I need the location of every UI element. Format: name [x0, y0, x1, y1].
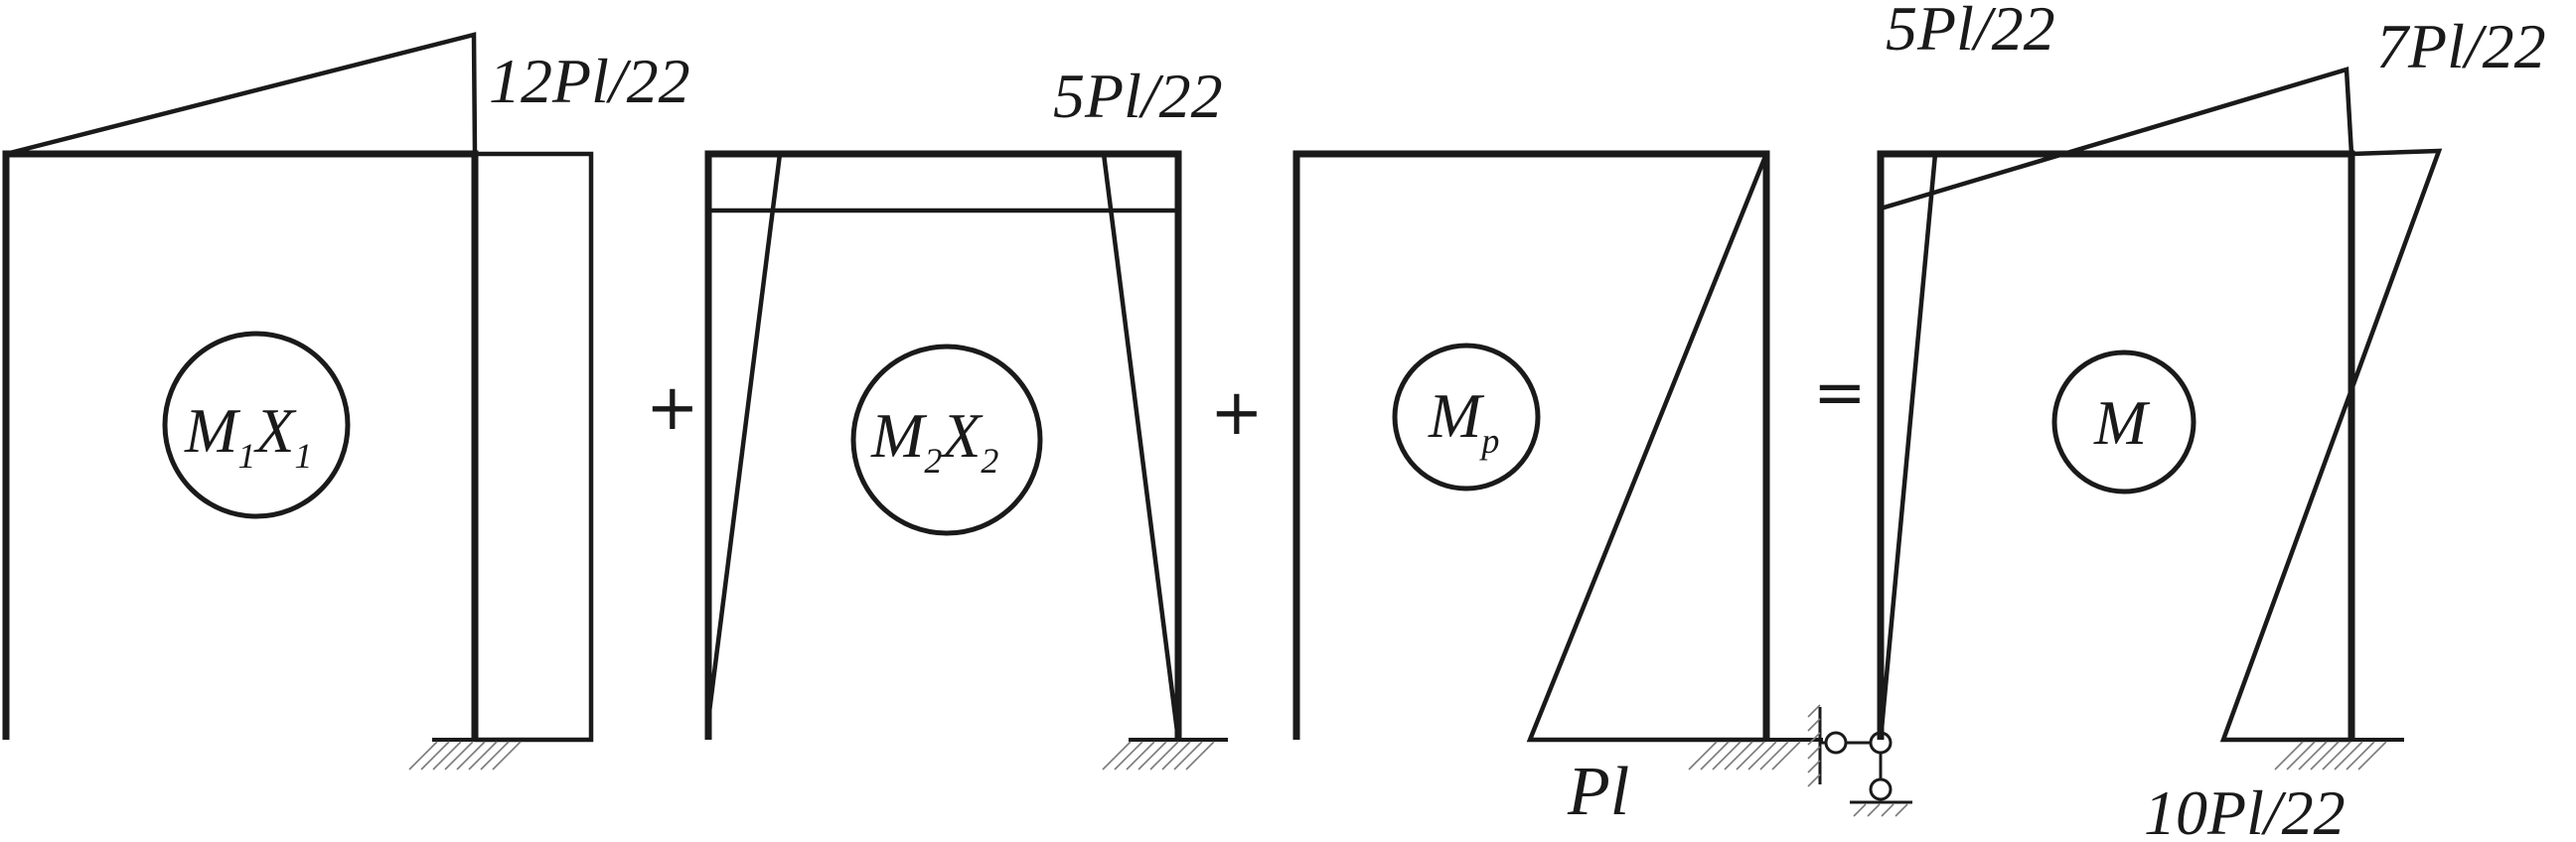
- label-7pl-22: 7Pl/22: [2376, 11, 2546, 81]
- label-5pl-22-a: 5Pl/22: [1053, 61, 1223, 131]
- moment-line-4-top: [1880, 67, 2354, 211]
- hatch-2: [1102, 741, 1215, 771]
- symbol-circle-1: [162, 331, 351, 519]
- hatch-1: [408, 741, 522, 771]
- moment-line-2-right-col: [1101, 153, 1181, 741]
- moment-area-1-column: [475, 151, 594, 743]
- symbol-m2x2: M2X2: [870, 400, 998, 481]
- symbol-circle-3: [1392, 343, 1541, 491]
- moment-area-1: [5, 32, 478, 157]
- pin-support-base-hatch: [1853, 803, 1908, 817]
- operator-plus-2: +: [1210, 376, 1264, 450]
- moment-line-4-right: [2219, 148, 2443, 743]
- pin-support-hatch: [1807, 704, 1821, 787]
- symbol-m1x1: M1X1: [184, 395, 312, 476]
- moment-line-4-left-col: [1878, 153, 1938, 741]
- panel-m1x1: M1X1 12Pl/22: [2, 32, 690, 771]
- pin-hinge-left: [1824, 731, 1848, 755]
- hatch-3: [1688, 741, 1801, 771]
- operator-plus-1: +: [646, 371, 699, 445]
- label-10pl-22: 10Pl/22: [2144, 777, 2346, 842]
- label-5pl-22-b: 5Pl/22: [1886, 0, 2055, 64]
- frame-2: [704, 150, 1182, 740]
- pin-support: [1807, 704, 1912, 817]
- hatch-4: [2274, 741, 2387, 771]
- frame-3: [1292, 150, 1770, 740]
- frame-4: [1877, 150, 2355, 740]
- symbol-circle-2: [850, 344, 1043, 536]
- label-pl: Pl: [1567, 754, 1629, 830]
- symbol-mp: Mp: [1428, 380, 1499, 461]
- label-12pl-22: 12Pl/22: [489, 46, 690, 116]
- panel-m2x2: M2X2 5Pl/22: [704, 61, 1228, 771]
- moment-area-3: [1526, 153, 1769, 743]
- symbol-m: M: [2093, 387, 2151, 458]
- moment-line-2-left-col: [705, 153, 783, 721]
- operator-equals: =: [1813, 356, 1867, 430]
- panel-m: M 5Pl/22 7Pl/22 10Pl/22: [1877, 0, 2546, 842]
- pin-hinge-bottom: [1869, 777, 1893, 801]
- symbol-circle-4: [2051, 350, 2197, 494]
- panel-mp: Mp Pl: [1292, 150, 1823, 830]
